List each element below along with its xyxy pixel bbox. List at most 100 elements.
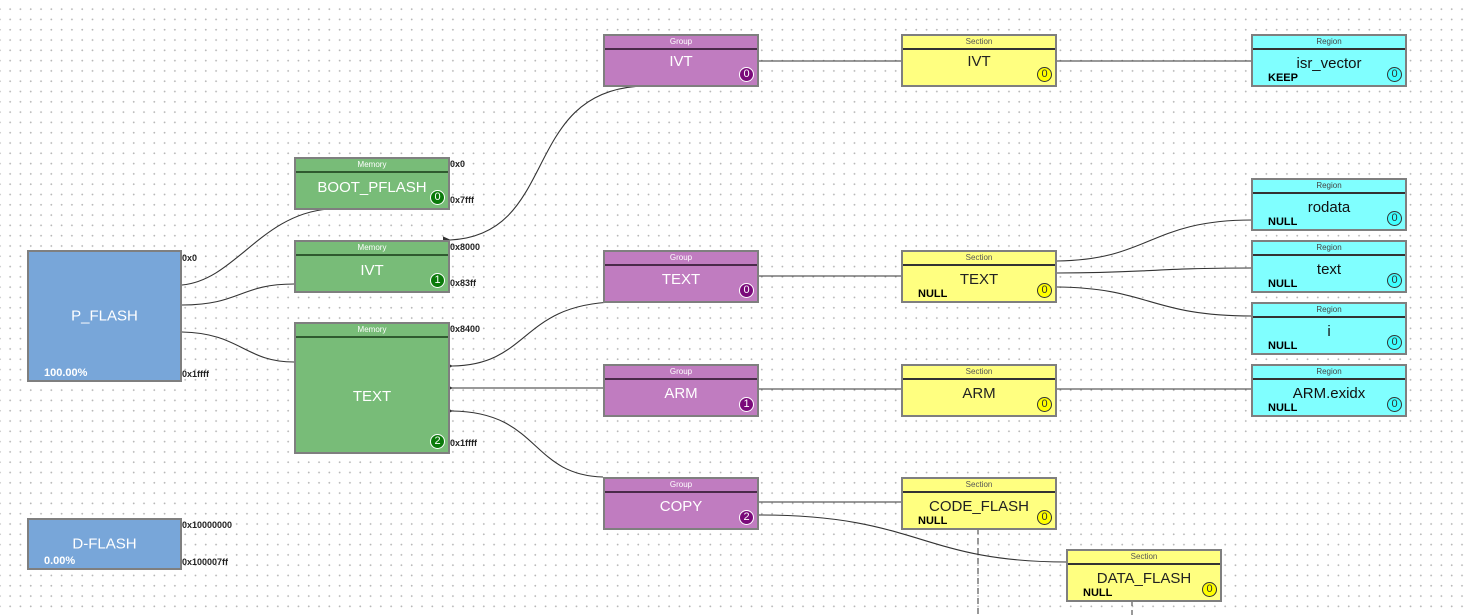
node-header: Memory [296, 324, 448, 338]
node-tag: NULL [1083, 587, 1113, 599]
section-node-arm[interactable]: Section ARM 0 [901, 364, 1057, 417]
node-index-badge: 0 [1037, 283, 1052, 298]
node-header: Memory [296, 159, 448, 173]
node-header: Region [1253, 180, 1405, 194]
node-name: TEXT [959, 271, 999, 288]
node-index-badge: 0 [1037, 67, 1052, 82]
memory-node-ivt[interactable]: Memory IVT 1 [294, 240, 450, 293]
address-end: 0x100007ff [182, 557, 229, 567]
region-node-rodata[interactable]: Region rodata NULL 0 [1251, 178, 1407, 231]
group-node-copy[interactable]: Group COPY 2 [603, 477, 759, 530]
node-name: ARM.exidx [1292, 385, 1366, 402]
node-index-badge: 0 [739, 67, 754, 82]
node-index-badge: 0 [430, 190, 445, 205]
node-header: Section [903, 36, 1055, 50]
region-node-arm-exidx[interactable]: Region ARM.exidx NULL 0 [1251, 364, 1407, 417]
node-name: TEXT [661, 271, 701, 288]
memory-block-p-flash[interactable]: P_FLASH 100.00% [27, 250, 182, 382]
node-name: COPY [659, 498, 703, 515]
node-tag: KEEP [1268, 72, 1298, 84]
node-index-badge: 0 [1387, 335, 1402, 350]
region-node-text[interactable]: Region text NULL 0 [1251, 240, 1407, 293]
node-index-badge: 1 [739, 397, 754, 412]
wire-ivt-memory-to-p-flash [174, 283, 295, 310]
section-node-text[interactable]: Section TEXT NULL 0 [901, 250, 1057, 303]
memory-node-text[interactable]: Memory TEXT 2 [294, 322, 450, 454]
node-index-badge: 0 [1037, 510, 1052, 525]
wire-text-memory-to-p-flash [174, 327, 295, 363]
node-index-badge: 0 [1387, 67, 1402, 82]
wire-i-region-to-text-section [1049, 282, 1253, 317]
group-node-ivt[interactable]: Group IVT 0 [603, 34, 759, 87]
region-node-isr-vector[interactable]: Region isr_vector KEEP 0 [1251, 34, 1407, 87]
node-tag: NULL [1268, 278, 1298, 290]
node-tag: NULL [918, 515, 948, 527]
node-name: TEXT [352, 388, 392, 405]
node-name: DATA_FLASH [1096, 570, 1192, 587]
node-header: Group [605, 252, 757, 266]
wire-text-group-to-text-memory [444, 301, 615, 371]
node-header: Section [1068, 551, 1220, 565]
address-start: 0x0 [450, 159, 466, 169]
node-header: Group [605, 36, 757, 50]
node-header: Region [1253, 304, 1405, 318]
node-name: i [1327, 323, 1331, 340]
node-name: ARM [664, 385, 698, 402]
node-index-badge: 2 [739, 510, 754, 525]
region-node-i[interactable]: Region i NULL 0 [1251, 302, 1407, 355]
node-index-badge: 0 [1387, 211, 1402, 226]
node-index-badge: 0 [1037, 397, 1052, 412]
wire-text-region-to-text-section [1049, 267, 1253, 278]
memory-usage-percent: 0.00% [44, 555, 76, 567]
section-node-data-flash[interactable]: Section DATA_FLASH NULL 0 [1066, 549, 1222, 602]
address-start: 0x8400 [450, 324, 481, 334]
node-name: IVT [669, 53, 693, 70]
node-tag: NULL [1268, 402, 1298, 414]
address-end: 0x1ffff [450, 438, 478, 448]
node-header: Section [903, 479, 1055, 493]
node-header: Memory [296, 242, 448, 256]
memory-block-name: P_FLASH [71, 307, 138, 325]
memory-node-boot-pflash[interactable]: Memory BOOT_PFLASH 0 [294, 157, 450, 210]
section-node-ivt[interactable]: Section IVT 0 [901, 34, 1057, 87]
address-end: 0x7fff [450, 195, 475, 205]
node-index-badge: 1 [430, 273, 445, 288]
node-name: BOOT_PFLASH [317, 179, 427, 196]
address-start: 0x10000000 [182, 520, 233, 530]
memory-usage-percent: 100.00% [44, 367, 88, 379]
node-name: ARM [962, 385, 996, 402]
node-name: rodata [1307, 199, 1351, 216]
node-header: Region [1253, 366, 1405, 380]
wire-rodata-to-text-section [1049, 219, 1253, 266]
address-end: 0x1ffff [182, 369, 210, 379]
address-start: 0x8000 [450, 242, 481, 252]
node-index-badge: 0 [739, 283, 754, 298]
node-name: text [1316, 261, 1342, 278]
memory-block-d-flash[interactable]: D-FLASH 0.00% [27, 518, 182, 570]
section-node-code-flash[interactable]: Section CODE_FLASH NULL 0 [901, 477, 1057, 530]
node-name: IVT [360, 262, 384, 279]
node-index-badge: 0 [1387, 397, 1402, 412]
node-name: IVT [967, 53, 991, 70]
wire-ivt-group-to-ivt-memory [442, 85, 644, 245]
address-end: 0x83ff [450, 278, 477, 288]
node-tag: NULL [1268, 216, 1298, 228]
address-start: 0x0 [182, 253, 198, 263]
node-header: Group [605, 366, 757, 380]
node-header: Section [903, 252, 1055, 266]
node-name: isr_vector [1296, 55, 1362, 72]
node-header: Section [903, 366, 1055, 380]
node-tag: NULL [918, 288, 948, 300]
group-node-arm[interactable]: Group ARM 1 [603, 364, 759, 417]
node-name: CODE_FLASH [928, 498, 1030, 515]
node-tag: NULL [1268, 340, 1298, 352]
node-header: Region [1253, 242, 1405, 256]
node-index-badge: 0 [1387, 273, 1402, 288]
node-header: Group [605, 479, 757, 493]
group-node-text[interactable]: Group TEXT 0 [603, 250, 759, 303]
node-index-badge: 0 [1202, 582, 1217, 597]
node-header: Region [1253, 36, 1405, 50]
memory-block-name: D-FLASH [72, 535, 137, 553]
node-index-badge: 2 [430, 434, 445, 449]
